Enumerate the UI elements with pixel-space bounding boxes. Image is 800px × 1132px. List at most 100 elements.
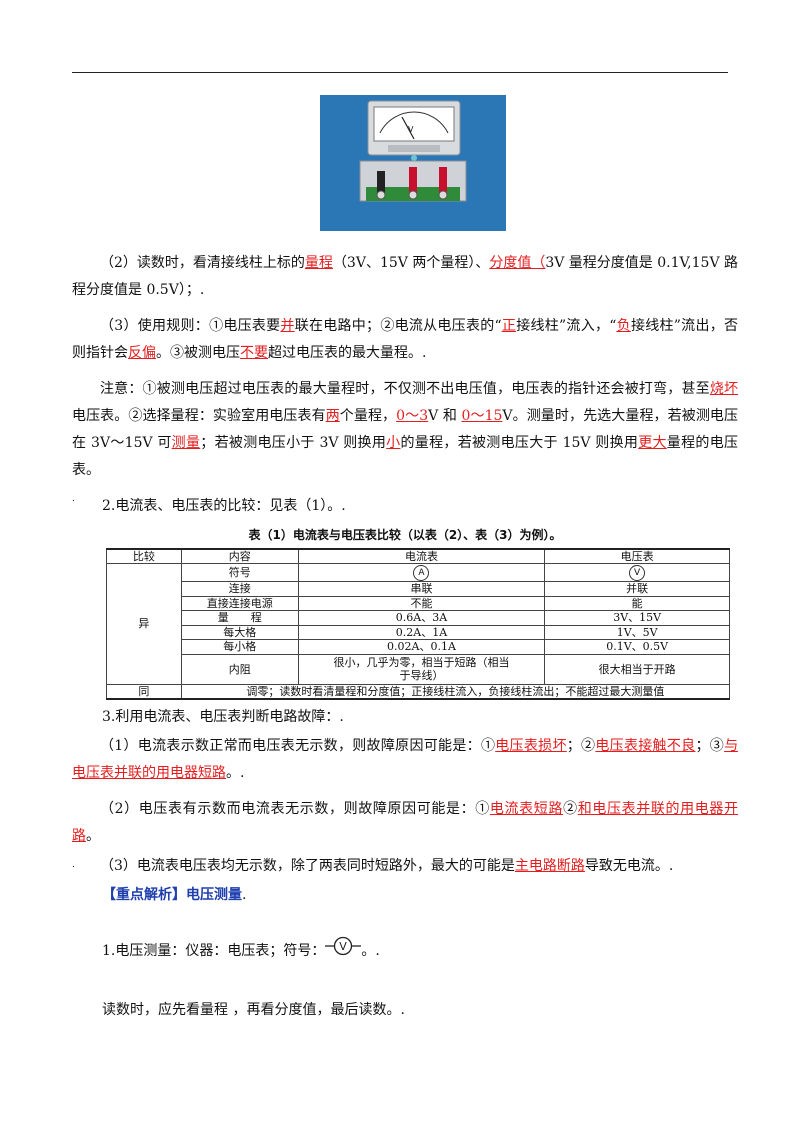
text-run: 。 (86, 828, 100, 844)
reading-rule-paragraph: （2）读数时，看清接线柱上标的量程（3V、15V 两个量程）、分度值（3V 量程… (72, 250, 738, 304)
svg-text:V: V (408, 125, 414, 134)
text-run: ；若被测电压小于 3V 则换用 (200, 435, 387, 451)
text-run: . (72, 494, 75, 504)
text-run: V 和 (428, 408, 462, 424)
table-cell: 0.02A、0.1A (297, 639, 546, 655)
row-label: 符号 (180, 563, 299, 582)
highlight-fault: 电压表损坏 (495, 738, 567, 754)
table-cell: 能 (544, 595, 730, 611)
header-content: 内容 (180, 548, 299, 564)
highlight-not: 不要 (240, 345, 268, 361)
highlight-positive: 正 (501, 318, 517, 334)
text-run: （3）电流表电压表均无示数，除了两表同时短路外，最大的可能是 (100, 858, 515, 874)
text-run: 1.电压测量：仪器：电压表；符号： (102, 943, 326, 959)
symbol-letter: V (340, 940, 348, 953)
text-run: 。. (226, 765, 245, 781)
table-caption: 表（1）电流表与电压表比较（以表（2）、表（3）为例）。 (248, 528, 562, 542)
key-analysis-heading: 【重点解析】电压测量. (102, 882, 738, 909)
highlight-fault: 和电压表并联的用电器开路 (72, 801, 739, 844)
voltmeter-illustration: V (320, 95, 506, 231)
header-rule (72, 72, 728, 73)
header-voltmeter: 电压表 (544, 548, 730, 564)
text-run: 接线柱”流入，“ (516, 318, 617, 334)
table-cell: 并联 (544, 581, 730, 597)
row-label: 直接连接电源 (180, 595, 299, 611)
text-run: 。③被测电压 (156, 345, 240, 361)
table-cell: 0.2A、1A (297, 624, 546, 640)
ammeter-symbol-icon: A (413, 564, 430, 581)
highlight-larger: 更大 (638, 435, 667, 451)
row-label: 内阻 (180, 653, 299, 685)
highlight-reverse: 反偏 (128, 345, 156, 361)
text-run: 量程的电压表。 (72, 435, 739, 478)
table-row: 量 程 0.6A、3A 3V、15V (107, 610, 730, 626)
table-cell: 很小，几乎为零，相当于短路（相当于导线） (297, 653, 546, 685)
highlight-negative: 负 (616, 318, 631, 334)
highlight-fault: 与电压表并联的用电器短路 (72, 738, 739, 781)
text-run: （2）电压表有示数而电流表无示数，则故障原因可能是：① (100, 801, 490, 817)
text-run: 导致无电流。. (584, 858, 674, 874)
table-cell: 0.6A、3A (297, 610, 546, 626)
compare-heading: 2.电流表、电压表的比较：见表（1）。. (102, 498, 346, 514)
highlight-range-15: 0～15 (461, 408, 503, 424)
text-run: 。. (361, 943, 380, 959)
highlight-measure: 测量 (171, 435, 201, 451)
text-run: 3V 量程分度值是 0.1V,15V 路程分度值是 0.5V）；. (72, 255, 738, 298)
text-run: ② (563, 801, 578, 817)
text-run: （3）使用规则：①电压表要 (100, 318, 281, 334)
table-row: 每大格 0.2A、1A 1V、5V (107, 624, 730, 640)
row-label: 连接 (180, 581, 299, 597)
diff-label: 异 (106, 563, 182, 685)
text-run: 个量程， (339, 408, 397, 424)
note-paragraph: 注意：①被测电压超过电压表的最大量程时，不仅测不出电压值，电压表的指针还会被打弯… (72, 376, 738, 513)
same-label: 同 (106, 683, 182, 700)
table-cell: 串联 (297, 581, 546, 597)
row-label: 每大格 (180, 624, 299, 640)
highlight-fault: 主电路断路 (514, 858, 585, 874)
highlight-range: 量程 (304, 255, 333, 271)
row-label: 量 程 (180, 610, 299, 626)
table-cell: 调零；读数时看清量程和分度值；正接线柱流入，负接线柱流出；不能超过最大测量值 (180, 683, 731, 700)
text-run: 注意：①被测电压超过电压表的最大量程时，不仅测不出电压值，电压表的指针还会被打弯… (100, 381, 710, 397)
table-cell: 很大相当于开路 (544, 653, 730, 685)
table-row: 每小格 0.02A、0.1A 0.1V、0.5V (107, 639, 730, 655)
key-analysis-title: 【重点解析】电压测量 (102, 887, 242, 903)
highlight-range-3: 0～3 (396, 408, 429, 424)
fault-case-3: （3）电流表电压表均无示数，除了两表同时短路外，最大的可能是主电路断路导致无电流… (72, 853, 738, 880)
fault-case-2: （2）电压表有示数而电流表无示数，则故障原因可能是：①电流表短路②和电压表并联的… (72, 796, 738, 879)
reading-order-line: 读数时，应先看量程 ，再看分度值，最后读数。. (102, 1002, 405, 1018)
text-run: （1）电流表示数正常而电压表无示数，则故障原因可能是：① (100, 738, 496, 754)
highlight-two: 两 (325, 408, 340, 424)
table-row: 直接连接电源 不能 能 (107, 595, 730, 611)
header-ammeter: 电流表 (297, 548, 546, 564)
highlight-fault: 电压表接触不良 (595, 738, 696, 754)
voltmeter-symbol-icon: V (629, 564, 646, 581)
text-run: （3V、15V 两个量程）、 (332, 255, 490, 271)
text-run: . (242, 887, 247, 903)
text-run: . (72, 860, 75, 870)
text-run: 联在电路中；②电流从电压表的“ (294, 318, 502, 334)
table-cell: 3V、15V (544, 610, 730, 626)
highlight-burn: 烧坏 (709, 381, 739, 397)
table-row: 内阻 很小，几乎为零，相当于短路（相当于导线） 很大相当于开路 (107, 653, 730, 685)
measurement-line: 1.电压测量：仪器：电压表；符号： V 。. (102, 936, 738, 966)
header-compare: 比较 (106, 548, 182, 564)
text-run: 电压表。②选择量程：实验室用电压表有 (72, 408, 326, 424)
table-row: 连接 串联 并联 (107, 581, 730, 597)
table-cell: 1V、5V (544, 624, 730, 640)
table-row: 比较 内容 电流表 电压表 (106, 548, 730, 564)
highlight-fault: 电流表短路 (489, 801, 564, 817)
highlight-parallel: 并 (280, 318, 295, 334)
comparison-table: 比较 内容 电流表 电压表 异 符号 A V 连接 串联 并联 直接连接电源 不… (106, 548, 731, 700)
fault-case-1: （1）电流表示数正常而电压表无示数，则故障原因可能是：①电压表损坏；②电压表接触… (72, 733, 738, 787)
usage-rule-paragraph: （3）使用规则：①电压表要并联在电路中；②电流从电压表的“正接线柱”流入，“负接… (72, 313, 738, 367)
row-label: 每小格 (180, 639, 299, 655)
text-run: 接线柱”流出，否则指针会 (72, 318, 738, 361)
text-run: 超过电压表的最大量程。. (268, 345, 427, 361)
highlight-small: 小 (386, 435, 401, 451)
text-run: ；③ (695, 738, 725, 754)
text-run: V。测量时，先选大量程，若被测电压在 3V～15V 可 (72, 408, 738, 451)
text-run: （2）读数时，看清接线柱上标的 (100, 255, 305, 271)
fault-heading: 3.利用电流表、电压表判断电路故障：. (102, 709, 344, 725)
table-cell: 不能 (297, 595, 546, 611)
